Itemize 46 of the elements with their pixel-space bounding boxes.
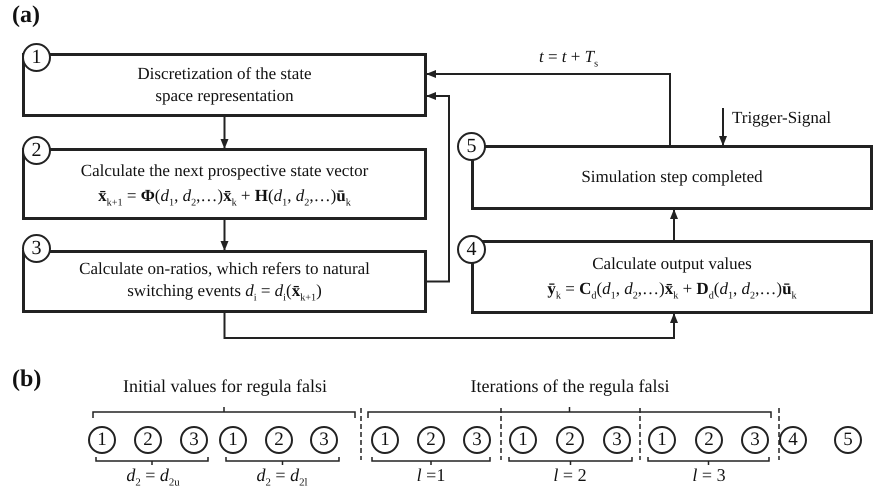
step-number: 3 — [463, 426, 491, 454]
step-text: Calculate output values — [592, 252, 752, 275]
arrow — [426, 70, 671, 145]
step-number: 3 — [741, 426, 769, 454]
step-number: 3 — [310, 426, 338, 454]
step-number: 1 — [88, 426, 116, 454]
step-number: 2 — [695, 426, 723, 454]
annotation-text: d$_{2}$ = d$_{2u}$ — [126, 465, 180, 489]
step-text: Discretization of the state space representation — [136, 62, 313, 107]
step-number: 1 — [648, 426, 676, 454]
step-number: 1 — [22, 43, 51, 72]
step-number: 2 — [417, 426, 445, 454]
formula: ȳ$_{k}$ = C$_{d}$(d$_{1}$, d$_{2}$,…)x̄$_{k}$ + D$_{d}$(d$_{1}$, d$_{2}$,…)ū$_{k}$ — [547, 278, 797, 302]
step-number: 3 — [603, 426, 631, 454]
step-number: 3 — [180, 426, 208, 454]
arrow — [220, 220, 228, 251]
step-number: 2 — [22, 136, 51, 165]
annotation-text: d$_{2}$ = d$_{2l}$ — [256, 465, 308, 489]
arrow — [719, 108, 727, 146]
annotation-text: l =1 — [416, 465, 446, 486]
formula: x̄$_{k+1}$ = Φ(d$_{1}$, d$_{2}$,…)x̄$_{k}$ + H(d$_{1}$, d$_{2}$,…)ū$_{k}$ — [98, 186, 351, 208]
panel-label: (b) — [12, 366, 42, 393]
step-number: 1 — [219, 426, 247, 454]
step-number: 5 — [834, 426, 862, 454]
annotation-text: l = 3 — [692, 465, 726, 486]
arrow — [670, 209, 678, 240]
step-text: Calculate the next prospective state vector — [80, 160, 368, 182]
step-number: 1 — [509, 426, 537, 454]
step-number: 2 — [265, 426, 293, 454]
arrow — [224, 313, 678, 339]
arrow — [220, 117, 228, 149]
step-number: 4 — [457, 235, 486, 264]
panel-label: (a) — [12, 2, 40, 29]
step-number: 2 — [556, 426, 584, 454]
step-number: 3 — [22, 234, 51, 263]
annotation-text: Iterations of the regula falsi — [470, 376, 670, 397]
signal-label: Trigger-Signal — [723, 106, 851, 130]
step-number: 1 — [371, 426, 399, 454]
arrow — [426, 92, 450, 282]
annotation-text: l = 2 — [553, 465, 587, 486]
annotation-text: Initial values for regula falsi — [123, 376, 327, 397]
step-number: 5 — [457, 132, 486, 161]
step-number: 4 — [779, 426, 807, 454]
step-text: Calculate on-ratios, which refers to natural switching events d$_{i}$ = d$_{i}$(x̄$_{k+1}$) — [78, 258, 371, 305]
step-number: 2 — [134, 426, 162, 454]
step-text: Simulation step completed — [581, 166, 763, 188]
